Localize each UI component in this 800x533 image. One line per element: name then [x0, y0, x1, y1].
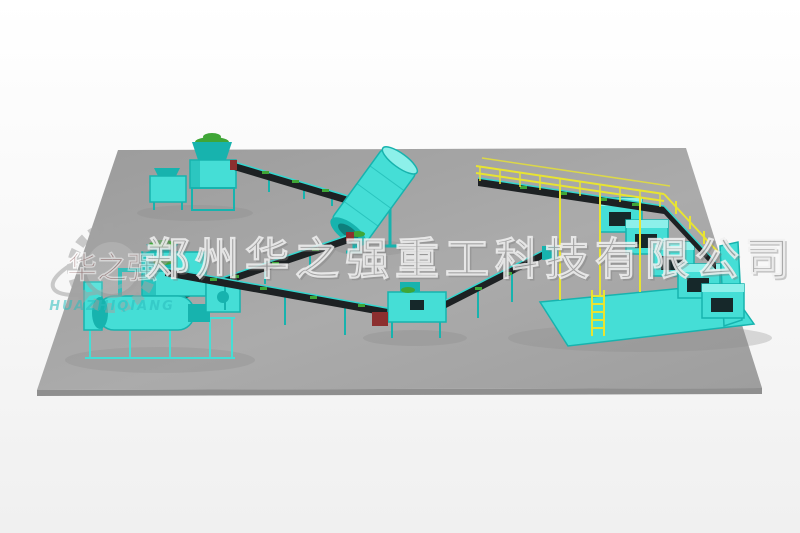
conveyor-legs	[477, 272, 513, 318]
watermark-company-name: 郑州华之强重工科技有限公司	[145, 234, 795, 285]
access-ladder	[591, 290, 605, 336]
packer-motor	[372, 312, 388, 326]
crusher-machine	[189, 133, 237, 211]
crusher-stand	[191, 187, 235, 211]
belt-conveyor-4	[445, 246, 558, 318]
walkway-railing	[475, 157, 719, 253]
shed-floor-slab	[538, 283, 756, 347]
watermark-logo-text: 华之强	[67, 251, 157, 286]
cooler-units	[599, 197, 745, 319]
scaffold-posts	[559, 186, 641, 300]
feeder-machine	[149, 168, 187, 210]
crusher-hopper	[192, 142, 232, 160]
mixer-motor	[188, 304, 210, 322]
cooler-unit	[701, 283, 745, 319]
watermark-company-shadow: 郑州华之强重工科技有限公司	[147, 236, 797, 287]
transfer-box	[542, 246, 558, 260]
walkway-belt	[477, 177, 665, 214]
watermark-logo: 华之强 HUAZHIQIANG	[49, 223, 175, 314]
curing-shed	[475, 157, 756, 347]
gear-icon	[67, 223, 157, 313]
logo-orbit-ring	[50, 239, 174, 297]
packing-machine	[372, 282, 447, 338]
cooler-unit	[677, 263, 721, 299]
head-pulley	[346, 232, 354, 241]
head-pulley	[230, 160, 237, 170]
conveyor-legs	[224, 283, 346, 335]
platform-front-edge	[37, 388, 762, 396]
transfer-belt	[663, 205, 717, 270]
belt-conveyor-1	[230, 160, 349, 206]
watermark-logo-subtext: HUAZHIQIANG	[49, 299, 175, 314]
